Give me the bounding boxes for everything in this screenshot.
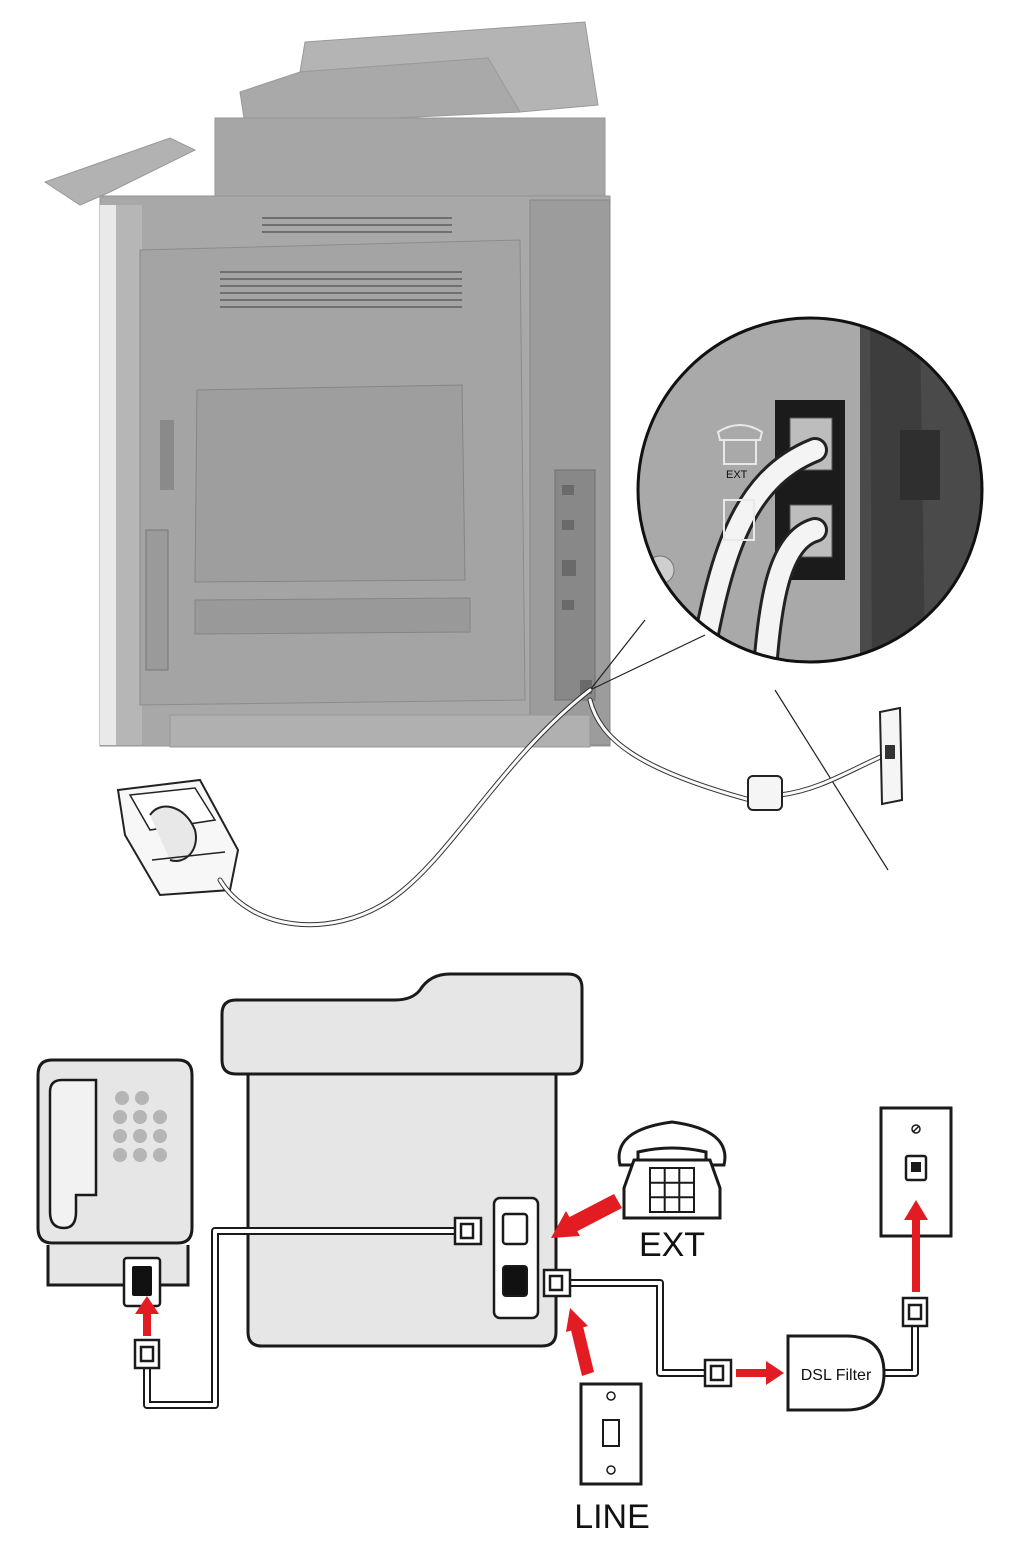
output-tray [43,137,197,206]
fax-keypad [113,1091,167,1162]
telephone-photo [116,778,240,897]
port-zoom-circle: EXT [636,316,984,664]
side-latch [160,420,174,490]
left-edge-highlight [100,205,116,745]
telephone-icon [617,1120,727,1220]
arrow-to-ext-port [551,1194,622,1238]
arrow-to-wall-jack [904,1200,928,1292]
scanner-body [214,117,606,197]
rj11-plug-icon [133,1216,929,1388]
arrow-to-dsl-filter [736,1361,784,1385]
ext-port-glyph [716,424,764,465]
plug-wall [901,1296,929,1328]
rear-vents [220,217,462,308]
left-handle [145,529,169,671]
printer-line-art [220,972,584,1348]
red-arrow-icon [135,1194,928,1385]
access-panel [194,384,466,583]
plug-printer-ext [453,1216,483,1246]
printer-scanner-top [220,972,584,1076]
lower-panel [194,597,471,635]
ext-port [501,1212,529,1246]
dsl-filter: DSL Filter [786,1334,886,1412]
port-column [554,469,596,701]
ext-label: EXT [639,1226,705,1264]
line-port [502,1265,528,1297]
dsl-filter-photo [747,775,783,811]
plug-fax [133,1338,161,1370]
fax-machine-icon [36,1058,194,1308]
line-label: LINE [574,1498,650,1536]
diagram-cables [143,1227,919,1409]
printer-base [169,714,591,748]
line-port-glyph [723,499,755,541]
dsl-filter-label: DSL Filter [801,1367,872,1384]
screw [645,555,675,585]
zoom-callout-lines [589,619,706,691]
line-wall-jack-icon [579,1382,643,1486]
arrow-to-fax [135,1296,159,1336]
printer-body [246,1072,558,1348]
arrow-to-line-port [566,1308,594,1376]
photo-cables [217,687,888,928]
adf-tray [239,57,521,126]
ext-port-small-label: EXT [726,469,748,481]
printer-rear-view [43,21,611,748]
plug-dsl-in [703,1358,733,1388]
telephone-keypad [649,1167,695,1213]
wall-plate-photo [878,706,904,806]
plug-printer-line [542,1268,572,1298]
